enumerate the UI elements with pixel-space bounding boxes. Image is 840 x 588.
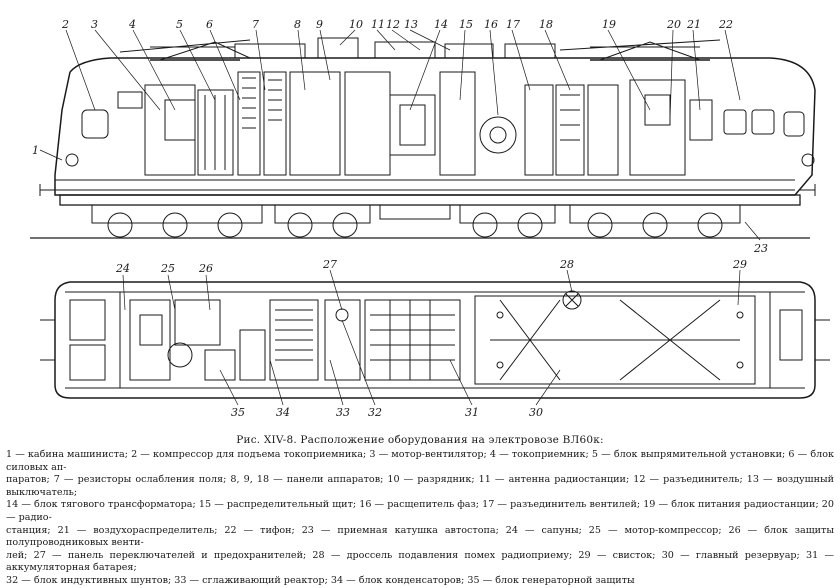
figure-caption: Рис. XIV-8. Расположение оборудования на… bbox=[236, 434, 604, 446]
callout-4: 4 bbox=[128, 18, 136, 31]
callout-33: 33 bbox=[336, 406, 350, 419]
callout-8: 8 bbox=[294, 18, 301, 31]
callout-17: 17 bbox=[506, 18, 520, 31]
legend-line: 32 — блок индуктивных шунтов; 33 — сглаж… bbox=[6, 574, 635, 586]
callout-1: 1 bbox=[32, 144, 39, 157]
callout-numbers-plan: 24 25 26 27 28 29 30 31 32 33 34 35 bbox=[115, 258, 747, 419]
callout-30: 30 bbox=[529, 406, 543, 419]
callout-35: 35 bbox=[231, 406, 245, 419]
callout-6: 6 bbox=[206, 18, 213, 31]
callout-32: 32 bbox=[368, 406, 382, 419]
callout-15: 15 bbox=[459, 18, 473, 31]
side-equipment-blocks bbox=[144, 71, 713, 176]
plan-view bbox=[40, 281, 830, 399]
callout-31: 31 bbox=[465, 406, 479, 419]
callout-20: 20 bbox=[666, 18, 681, 31]
legend-line: лей; 27 — панель переключателей и предох… bbox=[6, 549, 834, 574]
callout-25: 25 bbox=[160, 262, 175, 275]
callout-18: 18 bbox=[539, 18, 553, 31]
callout-7: 7 bbox=[252, 18, 259, 31]
callout-5: 5 bbox=[176, 18, 183, 31]
callout-11: 11 bbox=[371, 18, 385, 31]
side-elevation-view bbox=[30, 37, 816, 239]
figure-legend: 1 — кабина машиниста; 2 — компрессор для… bbox=[6, 449, 834, 588]
legend-line: 14 — блок тягового трансформатора; 15 — … bbox=[6, 499, 834, 523]
legend-line: 1 — кабина машиниста; 2 — компрессор для… bbox=[6, 449, 834, 473]
locomotive-equipment-diagram: 1 2 3 4 5 6 7 8 9 10 11 12 13 14 15 16 1… bbox=[30, 18, 830, 419]
callout-numbers-side: 1 2 3 4 5 6 7 8 9 10 11 12 13 14 15 16 1… bbox=[32, 18, 768, 255]
leader-lines bbox=[39, 29, 761, 406]
callout-14: 14 bbox=[434, 18, 448, 31]
callout-24: 24 bbox=[115, 262, 130, 275]
callout-22: 22 bbox=[718, 18, 733, 31]
callout-3: 3 bbox=[91, 18, 98, 31]
callout-9: 9 bbox=[316, 18, 323, 31]
callout-27: 27 bbox=[322, 258, 337, 271]
wheels bbox=[107, 212, 723, 238]
callout-23: 23 bbox=[753, 242, 768, 255]
callout-16: 16 bbox=[484, 18, 498, 31]
callout-34: 34 bbox=[276, 406, 290, 419]
bogies bbox=[91, 204, 741, 224]
legend-line: паратов; 7 — резисторы ослабления поля; … bbox=[6, 474, 834, 498]
callout-29: 29 bbox=[732, 258, 747, 271]
callout-19: 19 bbox=[602, 18, 616, 31]
callout-12: 12 bbox=[386, 18, 400, 31]
pantograph-right bbox=[559, 39, 721, 61]
legend-line: станция; 21 — воздухораспределитель; 22 … bbox=[6, 524, 834, 549]
callout-13: 13 bbox=[404, 18, 418, 31]
callout-26: 26 bbox=[198, 262, 213, 275]
callout-21: 21 bbox=[686, 18, 701, 31]
callout-2: 2 bbox=[61, 18, 69, 31]
callout-28: 28 bbox=[559, 258, 574, 271]
callout-10: 10 bbox=[349, 18, 363, 31]
